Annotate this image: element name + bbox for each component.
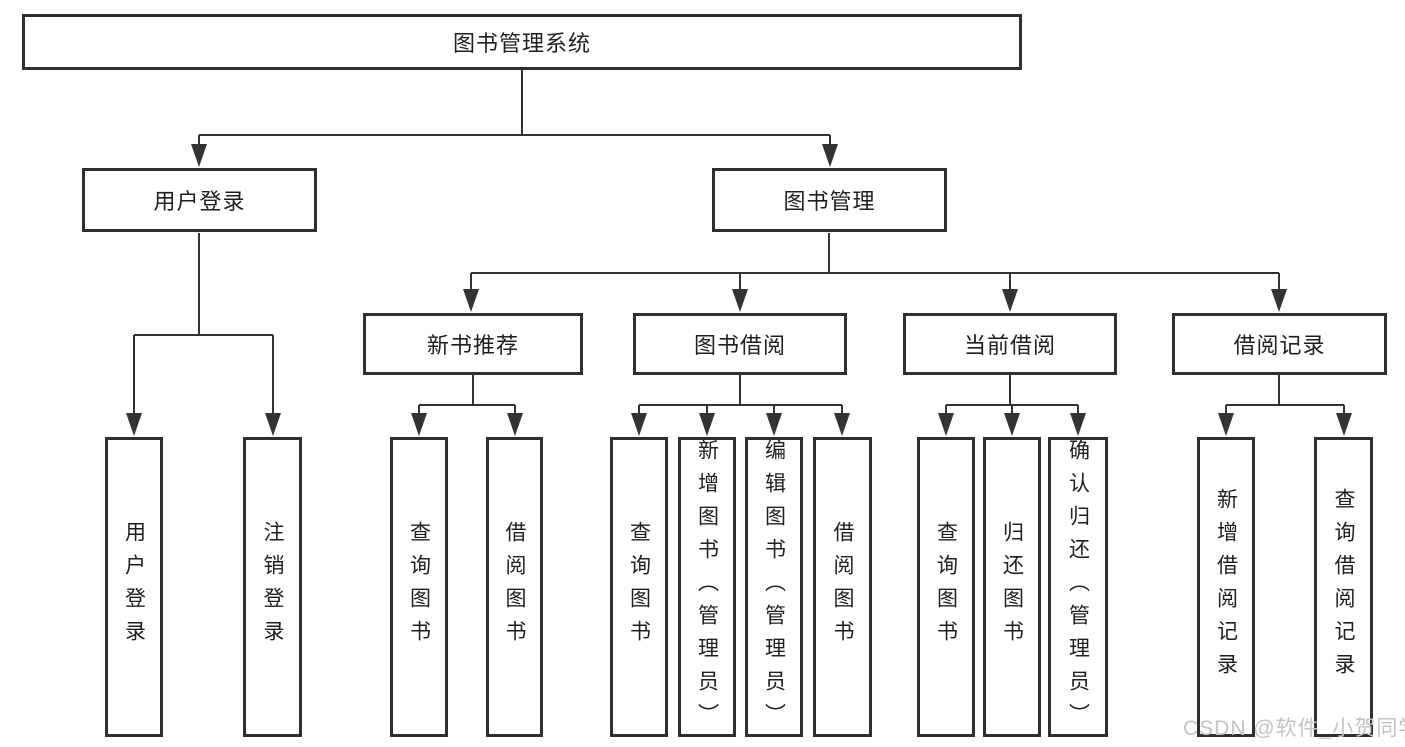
arrow-down-icon bbox=[463, 289, 479, 312]
leaf-label: 编辑图书（管理员） bbox=[762, 438, 786, 736]
leaf-label: 归还图书 bbox=[1000, 521, 1024, 653]
leaf-query-borrow-record: 查询借阅记录 bbox=[1314, 437, 1373, 737]
leaf-label: 确认归还（管理员） bbox=[1066, 438, 1090, 736]
node-book-management: 图书管理 bbox=[712, 168, 947, 232]
leaf-label: 注销登录 bbox=[261, 521, 284, 653]
leaf-query-books: 查询图书 bbox=[390, 437, 448, 737]
leaf-label: 用户登录 bbox=[122, 521, 146, 653]
arrow-down-icon bbox=[507, 413, 523, 436]
arrow-down-icon bbox=[732, 289, 748, 312]
leaf-user-login: 用户登录 bbox=[105, 437, 163, 737]
arrow-down-icon bbox=[1336, 413, 1352, 436]
arrow-down-icon bbox=[631, 413, 647, 436]
arrow-down-icon bbox=[1004, 413, 1020, 436]
arrow-down-icon bbox=[834, 413, 850, 436]
node-library-management-system: 图书管理系统 bbox=[22, 14, 1022, 70]
leaf-borrow-books: 借阅图书 bbox=[486, 437, 543, 737]
leaf-label: 借阅图书 bbox=[831, 521, 854, 653]
leaf-label: 查询借阅记录 bbox=[1332, 488, 1355, 686]
arrow-down-icon bbox=[822, 144, 838, 167]
leaf-confirm-return-admin: 确认归还（管理员） bbox=[1048, 437, 1108, 737]
leaf-label: 新增图书（管理员） bbox=[695, 438, 719, 736]
leaf-edit-book-admin: 编辑图书（管理员） bbox=[745, 437, 803, 737]
arrow-down-icon bbox=[1070, 413, 1086, 436]
node-user-login: 用户登录 bbox=[82, 168, 317, 232]
arrow-down-icon bbox=[1218, 413, 1234, 436]
leaf-query-books: 查询图书 bbox=[917, 437, 975, 737]
arrow-down-icon bbox=[938, 413, 954, 436]
leaf-label: 查询图书 bbox=[407, 521, 431, 653]
leaf-query-books: 查询图书 bbox=[610, 437, 668, 737]
leaf-logout: 注销登录 bbox=[243, 437, 302, 737]
leaf-borrow-books: 借阅图书 bbox=[813, 437, 872, 737]
arrow-down-icon bbox=[766, 413, 782, 436]
leaf-label: 借阅图书 bbox=[503, 521, 526, 653]
arrow-down-icon bbox=[1271, 289, 1287, 312]
arrow-down-icon bbox=[411, 413, 427, 436]
leaf-label: 查询图书 bbox=[934, 521, 958, 653]
node-borrowing-records: 借阅记录 bbox=[1172, 313, 1387, 375]
leaf-add-book-admin: 新增图书（管理员） bbox=[678, 437, 736, 737]
leaf-label: 新增借阅记录 bbox=[1214, 488, 1238, 686]
arrow-down-icon bbox=[265, 413, 281, 436]
arrow-down-icon bbox=[699, 413, 715, 436]
node-new-book-recommendation: 新书推荐 bbox=[363, 313, 583, 375]
leaf-return-book: 归还图书 bbox=[983, 437, 1041, 737]
leaf-add-borrow-record: 新增借阅记录 bbox=[1197, 437, 1255, 737]
arrow-down-icon bbox=[126, 413, 142, 436]
node-book-borrowing: 图书借阅 bbox=[633, 313, 847, 375]
node-current-borrowing: 当前借阅 bbox=[903, 313, 1117, 375]
leaf-label: 查询图书 bbox=[627, 521, 651, 653]
arrow-down-icon bbox=[1002, 289, 1018, 312]
csdn-watermark: CSDN @软件_小贺同学 bbox=[1183, 717, 1405, 740]
arrow-down-icon bbox=[191, 144, 207, 167]
